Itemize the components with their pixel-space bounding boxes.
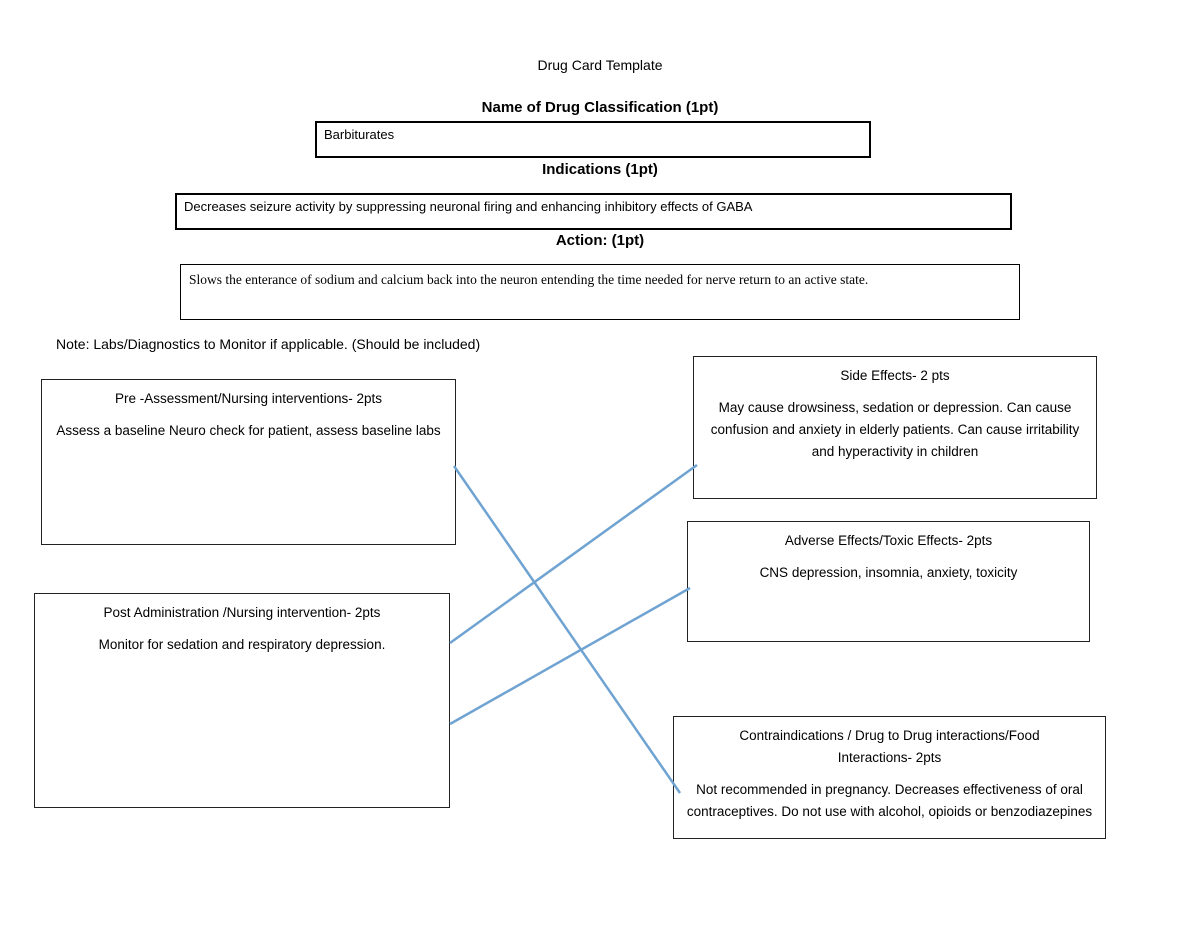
connector-line-pre-to-contraindications	[452, 465, 682, 794]
adverse-effects-heading: Adverse Effects/Toxic Effects- 2pts	[784, 533, 993, 548]
classification-heading: Name of Drug Classification (1pt)	[481, 99, 719, 116]
post-administration-card[interactable]: Post Administration /Nursing interventio…	[34, 593, 450, 808]
side-effects-body: May cause drowsiness, sedation or depres…	[710, 400, 1080, 459]
classification-field[interactable]: Barbiturates	[315, 121, 871, 158]
side-effects-card[interactable]: Side Effects- 2 pts May cause drowsiness…	[693, 356, 1097, 499]
indications-value: Decreases seizure activity by suppressin…	[184, 199, 753, 214]
action-heading: Action: (1pt)	[555, 232, 645, 249]
post-administration-heading: Post Administration /Nursing interventio…	[103, 605, 381, 620]
pre-assessment-card[interactable]: Pre -Assessment/Nursing interventions- 2…	[41, 379, 456, 545]
indications-heading: Indications (1pt)	[542, 161, 658, 178]
connector-line-post-to-adverse-effects	[449, 586, 691, 726]
classification-value: Barbiturates	[324, 127, 395, 142]
action-field[interactable]: Slows the enterance of sodium and calciu…	[180, 264, 1020, 320]
contraindications-card[interactable]: Contraindications / Drug to Drug interac…	[673, 716, 1106, 839]
indications-field[interactable]: Decreases seizure activity by suppressin…	[175, 193, 1012, 230]
adverse-effects-card[interactable]: Adverse Effects/Toxic Effects- 2pts CNS …	[687, 521, 1090, 642]
document-title: Drug Card Template	[537, 57, 663, 73]
pre-assessment-body: Assess a baseline Neuro check for patien…	[56, 423, 441, 438]
contraindications-heading: Contraindications / Drug to Drug interac…	[739, 728, 1040, 765]
post-administration-body: Monitor for sedation and respiratory dep…	[98, 637, 386, 652]
labs-note: Note: Labs/Diagnostics to Monitor if app…	[56, 336, 481, 352]
connector-line-post-to-side-effects	[449, 463, 698, 645]
action-value: Slows the enterance of sodium and calciu…	[189, 272, 869, 287]
pre-assessment-heading: Pre -Assessment/Nursing interventions- 2…	[114, 391, 383, 406]
side-effects-heading: Side Effects- 2 pts	[840, 368, 950, 383]
adverse-effects-body: CNS depression, insomnia, anxiety, toxic…	[759, 565, 1018, 580]
contraindications-body: Not recommended in pregnancy. Decreases …	[686, 782, 1093, 819]
